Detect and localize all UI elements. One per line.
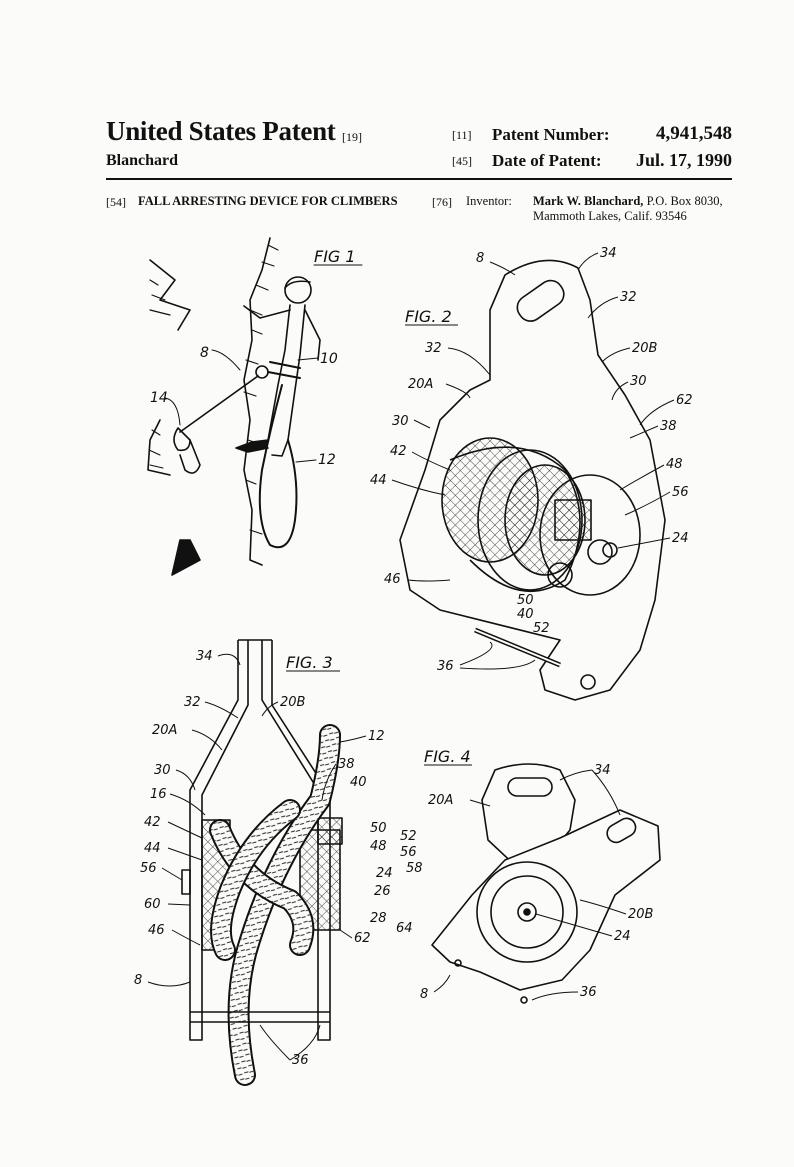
figure-4: FIG. 4 34 20A 20B 24 8 36: [420, 747, 661, 1004]
inventor-surname: Blanchard: [106, 152, 179, 169]
fig2-ref-32b: 32: [425, 341, 442, 356]
fig3-ref-26: 26: [374, 884, 391, 899]
fig3-ref-20a: 20A: [152, 723, 177, 738]
invention-title: FALL ARRESTING DEVICE FOR CLIMBERS: [138, 194, 398, 208]
fig2-ref-44: 44: [370, 473, 387, 488]
fig2-ref-20a: 20A: [408, 377, 433, 392]
fig4-ref-24: 24: [614, 929, 631, 944]
fig3-ref-28: 28: [370, 911, 387, 926]
fig2-ref-40: 40: [517, 607, 534, 622]
invention-title-code: [54]: [106, 195, 126, 209]
patent-number-code: [11]: [452, 128, 472, 142]
fig4-ref-20b: 20B: [628, 907, 654, 922]
fig2-ref-20b: 20B: [632, 341, 658, 356]
fig3-ref-20b: 20B: [280, 695, 306, 710]
fig3-ref-24: 24: [376, 866, 393, 881]
fig3-ref-30: 30: [154, 763, 171, 778]
patent-title-heading: United States Patent: [106, 116, 336, 146]
inventor-address-line1: Mark W. Blanchard, P.O. Box 8030,: [533, 194, 723, 209]
date-of-patent-label: Date of Patent:: [492, 151, 602, 170]
inventor-full-name: Mark W. Blanchard,: [533, 194, 644, 208]
fig2-ref-52: 52: [533, 621, 550, 636]
fig2-ref-30a: 30: [630, 374, 647, 389]
figure-3: FIG. 3 34 32 20B 20A 12 30 38 40 16 42 5…: [134, 639, 423, 1086]
fig1-ref-10: 10: [320, 351, 338, 367]
date-of-patent-code: [45]: [452, 154, 472, 168]
fig3-ref-50: 50: [370, 821, 387, 836]
date-of-patent: Jul. 17, 1990: [635, 150, 732, 170]
fig3-ref-52: 52: [400, 829, 417, 844]
fig2-ref-38: 38: [660, 419, 677, 434]
fig3-ref-36: 36: [292, 1053, 309, 1068]
inventor-po-box: P.O. Box 8030,: [646, 194, 723, 208]
fig3-ref-34: 34: [196, 649, 213, 664]
fig3-ref-56a: 56: [400, 845, 417, 860]
fig2-ref-48: 48: [666, 457, 683, 472]
fig2-ref-24: 24: [672, 531, 689, 546]
fig2-ref-42: 42: [390, 444, 407, 459]
fig2-ref-30b: 30: [392, 414, 409, 429]
fig3-ref-38: 38: [338, 757, 355, 772]
fig3-ref-42: 42: [144, 815, 161, 830]
fig3-ref-60: 60: [144, 897, 161, 912]
patent-number-label: Patent Number:: [492, 125, 610, 144]
fig3-ref-56b: 56: [140, 861, 157, 876]
fig3-ref-32: 32: [184, 695, 201, 710]
patent-kind-code: [19]: [342, 130, 362, 144]
fig3-ref-46: 46: [148, 923, 165, 938]
fig4-ref-20a: 20A: [428, 793, 453, 808]
fig3-ref-62: 62: [354, 931, 371, 946]
fig1-label: FIG 1: [314, 247, 356, 266]
fig3-ref-64: 64: [396, 921, 413, 936]
inventor-address-line2: Mammoth Lakes, Calif. 93546: [533, 209, 687, 223]
fig1-ref-12: 12: [318, 452, 336, 468]
inventor-code: [76]: [432, 195, 452, 209]
fig2-ref-56: 56: [672, 485, 689, 500]
fig3-ref-44: 44: [144, 841, 161, 856]
fig2-ref-50: 50: [517, 593, 534, 608]
fig2-label: FIG. 2: [405, 307, 452, 326]
figure-2: FIG. 2 8 34 32 32 20B 20A 30 30 62 38 42…: [370, 246, 693, 701]
fig2-ref-62: 62: [676, 393, 693, 408]
patent-number: 4,941,548: [656, 123, 732, 144]
fig2-ref-36: 36: [437, 659, 454, 674]
inventor-label: Inventor:: [466, 194, 512, 208]
fig4-label: FIG. 4: [424, 747, 471, 766]
fig4-ref-34: 34: [594, 763, 611, 778]
fig3-ref-40: 40: [350, 775, 367, 790]
fig3-ref-58: 58: [406, 861, 423, 876]
fig3-ref-12: 12: [368, 729, 385, 744]
figure-1: FIG 1 8 10 14 12: [147, 237, 363, 576]
fig3-label: FIG. 3: [286, 653, 333, 672]
fig1-ref-8: 8: [200, 345, 209, 361]
fig2-ref-34: 34: [600, 246, 617, 261]
header-divider: [106, 178, 732, 180]
fig3-ref-8: 8: [134, 973, 142, 988]
fig1-ref-14: 14: [150, 390, 168, 406]
fig2-ref-46: 46: [384, 572, 401, 587]
fig2-ref-32a: 32: [620, 290, 637, 305]
fig4-ref-8: 8: [420, 987, 428, 1002]
fig3-ref-16: 16: [150, 787, 167, 802]
fig2-ref-8: 8: [476, 251, 484, 266]
fig4-ref-36: 36: [580, 985, 597, 1000]
fig3-ref-48: 48: [370, 839, 387, 854]
